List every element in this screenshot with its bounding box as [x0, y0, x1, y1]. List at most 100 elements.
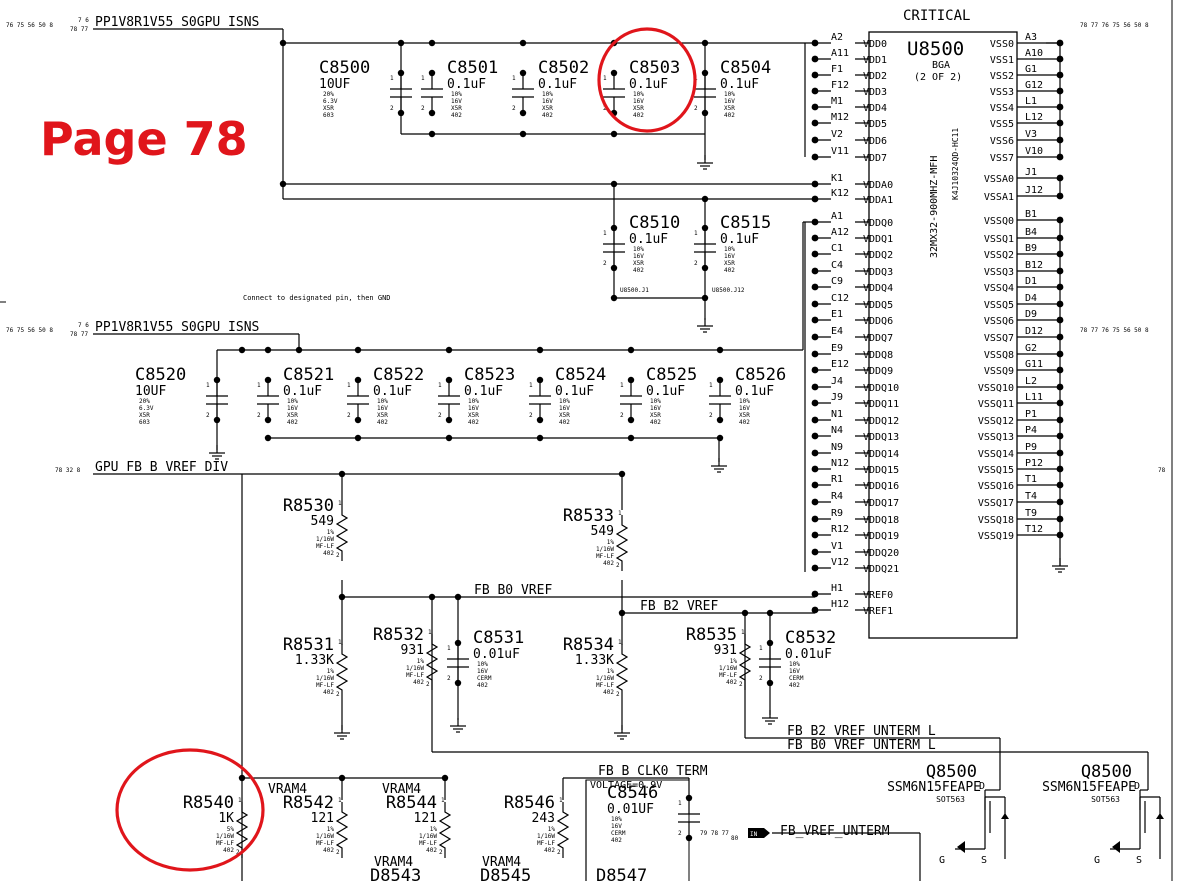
pin-ball: G2: [1025, 343, 1037, 354]
res-spec: 1/16W: [419, 833, 437, 840]
pin-number: 1: [238, 797, 242, 804]
pin-ball: P4: [1025, 425, 1037, 436]
cap-spec: 10%: [468, 398, 479, 405]
page-ref-vref-left: 78 32 8: [55, 467, 81, 474]
junction-dot: [627, 434, 635, 442]
pin-number: 2: [336, 849, 340, 856]
res-value: 1.33K: [575, 653, 614, 668]
pin-func: VDDQ8: [863, 350, 893, 361]
cap-spec: 16V: [542, 98, 553, 105]
cap-value: 0.1uF: [720, 77, 759, 92]
cap-spec: X5R: [559, 412, 570, 419]
pin-number: 2: [336, 691, 340, 698]
junction-dot: [264, 434, 272, 442]
pin-ball: C4: [831, 260, 843, 271]
pin-ball: H1: [831, 583, 843, 594]
junction-dot: [295, 346, 303, 354]
in-port[interactable]: IN: [748, 828, 770, 838]
pin-func: VDDQ2: [863, 250, 893, 261]
b2-vref-label: FB_B2_VREF: [640, 599, 718, 614]
pin-func: VDDQ18: [863, 515, 899, 526]
res-spec: MF-LF: [719, 672, 737, 679]
fet-ref: Q8500: [1081, 762, 1132, 782]
page-ref-in-left-sub: 80: [731, 835, 739, 842]
fet-pkg: SOT563: [1091, 795, 1120, 804]
u8500-chip[interactable]: CRITICAL U8500 BGA (2 OF 2) 32MX32-900MH…: [868, 8, 1018, 639]
junction-dot: [338, 593, 346, 601]
pin-func: VSSQ2: [984, 250, 1014, 261]
pin-func: VSSQ14: [978, 449, 1014, 460]
critical-label: CRITICAL: [903, 8, 970, 24]
page-ref-mid-left-sub: 78 77: [70, 331, 88, 338]
pin-number: 1: [741, 629, 745, 636]
res-ref: R8534: [563, 635, 614, 655]
cap-spec: 402: [559, 419, 570, 426]
pin-ball: J1: [1025, 167, 1037, 178]
pin-func: VSSQ8: [984, 350, 1014, 361]
cap-spec: 16V: [633, 253, 644, 260]
res-spec: 1%: [730, 658, 738, 665]
res-spec: 1%: [548, 826, 556, 833]
cap-spec: X5R: [724, 105, 735, 112]
pin-number: 1: [438, 382, 442, 389]
cap-spec: X5R: [633, 105, 644, 112]
cap-spec: 402: [542, 112, 553, 119]
cap-spec: X5R: [287, 412, 298, 419]
cap-ref: C8515: [720, 213, 771, 233]
pin-number: 2: [438, 412, 442, 419]
pin-ball: K1: [831, 173, 843, 184]
cap-spec: 16V: [611, 823, 622, 830]
pin-func: VDD5: [863, 119, 887, 130]
b0-vref-label: FB_B0_VREF: [474, 583, 552, 598]
net-labels: PP1V8R1V55_S0GPU_ISNS PP1V8R1V55_S0GPU_I…: [6, 15, 1166, 842]
res-value: 121: [311, 811, 334, 826]
pin-ball: G12: [1025, 80, 1043, 91]
res-value: 121: [414, 811, 437, 826]
pin-func: VDDQ4: [863, 283, 893, 294]
res-spec: MF-LF: [537, 840, 555, 847]
res-spec: 1/16W: [216, 833, 234, 840]
junction-dot: [766, 609, 774, 617]
cap-spec: 10%: [633, 246, 644, 253]
pin-ball: T1: [1025, 474, 1037, 485]
pin-number: 2: [603, 260, 607, 267]
junction-dot: [428, 39, 436, 47]
